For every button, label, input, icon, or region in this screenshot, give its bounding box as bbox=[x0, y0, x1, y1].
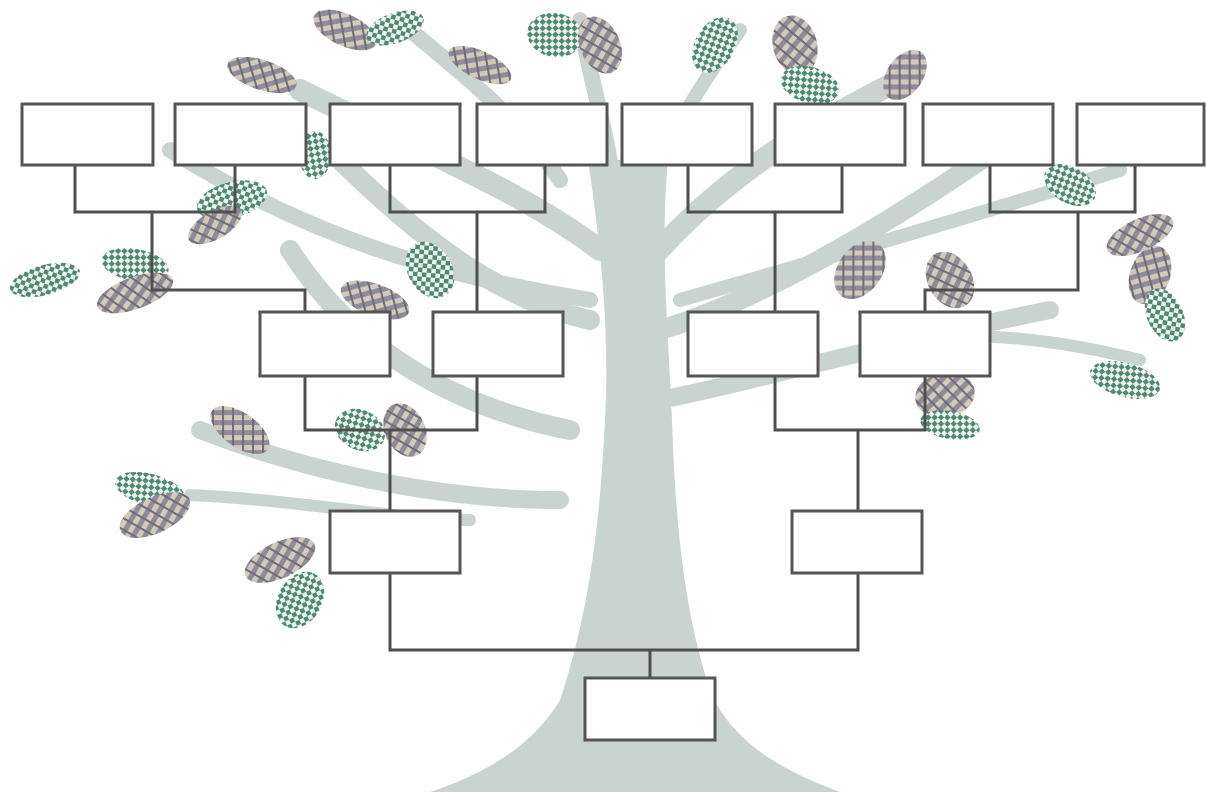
leaf bbox=[119, 492, 191, 538]
leaf bbox=[772, 15, 818, 75]
leaf bbox=[275, 571, 325, 629]
grandparents-row bbox=[258, 310, 992, 378]
connector bbox=[150, 212, 307, 312]
leaf bbox=[1106, 213, 1174, 257]
leaf bbox=[915, 372, 975, 418]
great-grandparent-box-7[interactable] bbox=[921, 102, 1055, 167]
great-grandparent-box-2[interactable] bbox=[173, 102, 308, 167]
connector bbox=[388, 573, 860, 652]
great-grandparent-box-3[interactable] bbox=[328, 102, 462, 167]
branch-right-upper bbox=[639, 69, 911, 271]
leaf bbox=[313, 9, 377, 51]
connector bbox=[686, 165, 844, 214]
leaf bbox=[1044, 164, 1096, 206]
branch-left-mid bbox=[320, 140, 600, 330]
leaf bbox=[448, 45, 512, 85]
leaf bbox=[925, 251, 975, 309]
great-grandparent-box-1[interactable] bbox=[20, 102, 155, 167]
connector bbox=[388, 165, 547, 214]
leaf bbox=[780, 65, 840, 105]
branch-left-low bbox=[280, 240, 580, 440]
leaf bbox=[692, 17, 738, 73]
leaf bbox=[10, 262, 80, 298]
leaf bbox=[405, 241, 455, 299]
tree-trunk bbox=[430, 160, 840, 792]
parents-row bbox=[328, 509, 924, 575]
grandparent-box-1[interactable] bbox=[258, 310, 392, 378]
great-grandparent-box-5[interactable] bbox=[620, 102, 754, 167]
leaf bbox=[920, 410, 980, 440]
connectors bbox=[73, 165, 1137, 678]
grandparent-box-2[interactable] bbox=[431, 310, 565, 378]
leaf bbox=[244, 537, 316, 583]
great-grandparents-row bbox=[20, 102, 1206, 167]
leaf bbox=[834, 240, 886, 300]
grandparent-box-4[interactable] bbox=[858, 310, 992, 378]
leaf bbox=[227, 56, 297, 94]
parent-box-1[interactable] bbox=[328, 509, 462, 575]
self-row bbox=[583, 676, 717, 742]
connector bbox=[73, 165, 237, 214]
leaf bbox=[366, 10, 424, 46]
leaf bbox=[340, 280, 410, 320]
leaf bbox=[1144, 288, 1186, 342]
great-grandparent-box-8[interactable] bbox=[1075, 102, 1206, 167]
leaf bbox=[577, 16, 623, 74]
leaf bbox=[1089, 361, 1161, 399]
parent-box-2[interactable] bbox=[790, 509, 924, 575]
leaf bbox=[188, 205, 242, 245]
grandparent-box-3[interactable] bbox=[686, 310, 820, 378]
leaf bbox=[883, 49, 927, 101]
great-grandparent-box-6[interactable] bbox=[773, 102, 907, 167]
leaf bbox=[527, 12, 583, 58]
self-box[interactable] bbox=[583, 676, 717, 742]
leaves bbox=[10, 9, 1186, 629]
leaf bbox=[97, 272, 173, 314]
connector bbox=[773, 376, 927, 432]
connector bbox=[923, 212, 1080, 312]
leaf bbox=[210, 406, 270, 454]
connector bbox=[988, 165, 1137, 214]
great-grandparent-box-4[interactable] bbox=[475, 102, 609, 167]
